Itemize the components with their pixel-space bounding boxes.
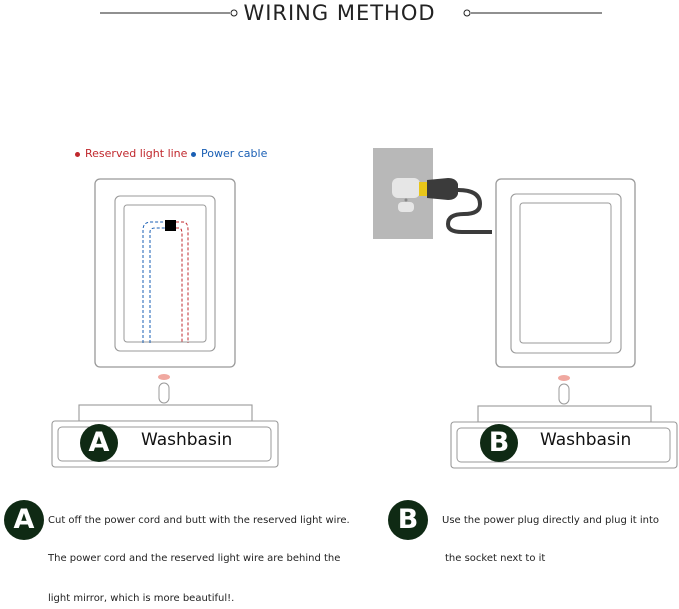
- power-cable-wire: [142, 221, 166, 343]
- washbasin-a-top: [78, 404, 253, 422]
- sensor-b-body: [558, 383, 570, 405]
- instruction-a-line2: The power cord and the reserved light wi…: [48, 553, 341, 564]
- reserved-light-wire-2: [176, 227, 183, 343]
- page-title: WIRING METHOD: [243, 1, 436, 25]
- panel-b-diagram: [373, 148, 678, 469]
- mirror-a-glass: [123, 204, 207, 343]
- panel-b-basin-label: Washbasin: [540, 430, 632, 450]
- title-decoration: [100, 9, 602, 17]
- reserved-dot-icon: [75, 151, 80, 157]
- title-dot-left: [230, 9, 238, 17]
- junction-box-icon: [165, 220, 176, 231]
- sensor-b-indicator: [558, 375, 570, 381]
- socket-receptacle-top: [392, 178, 420, 198]
- sensor-a-body: [158, 382, 170, 404]
- socket-screw: [404, 198, 408, 202]
- panel-a-basin-label: Washbasin: [141, 430, 233, 450]
- instruction-a-line1: Cut off the power cord and butt with the…: [48, 515, 350, 526]
- sensor-a-indicator: [158, 374, 170, 380]
- power-plug-icon: [427, 178, 458, 200]
- power-cord-wire: [445, 188, 492, 234]
- power-cable-wire-2: [149, 227, 166, 343]
- legend-power-label: Power cable: [201, 147, 268, 160]
- legend-power: Power cable: [191, 147, 267, 160]
- power-dot-icon: [191, 151, 196, 157]
- mirror-b-glass: [519, 202, 612, 344]
- plug-prong-icon: [419, 182, 427, 196]
- panel-a-diagram: [51, 178, 279, 468]
- panel-b-badge: B: [480, 424, 518, 462]
- instruction-a-line3: light mirror, which is more beautiful!.: [48, 593, 235, 604]
- reserved-light-wire: [176, 221, 189, 343]
- title-dot-right: [463, 9, 471, 17]
- legend-reserved: Reserved light line: [75, 147, 187, 160]
- instruction-b-badge: B: [388, 500, 428, 540]
- socket-receptacle-bottom: [398, 202, 414, 212]
- instruction-b-line1: Use the power plug directly and plug it …: [442, 515, 660, 526]
- instruction-b-line2: the socket next to it: [445, 553, 546, 564]
- panel-a-badge: A: [80, 424, 118, 462]
- legend-reserved-label: Reserved light line: [85, 147, 188, 160]
- instruction-a-badge: A: [4, 500, 44, 540]
- washbasin-b-top: [477, 405, 652, 423]
